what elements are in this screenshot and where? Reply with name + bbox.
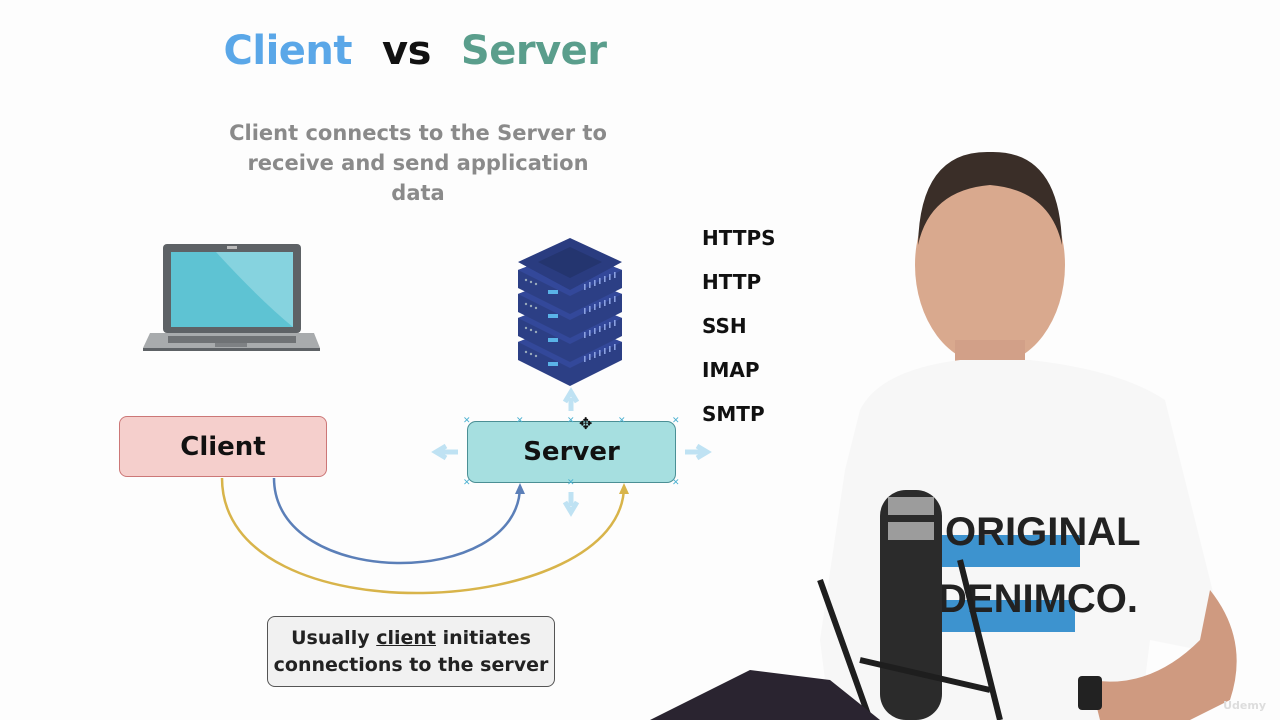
server-box[interactable]: Server — [467, 421, 676, 483]
arrowhead-yellow — [619, 483, 629, 494]
protocol-list: HTTPS HTTP SSH IMAP SMTP — [702, 222, 776, 442]
subtitle-line: data — [391, 181, 445, 205]
udemy-watermark: Udemy — [1223, 699, 1266, 712]
protocol-item: HTTPS — [702, 226, 776, 250]
protocol-item: SSH — [702, 314, 747, 338]
protocol-item: IMAP — [702, 358, 760, 382]
connection-point[interactable]: ✕ — [567, 416, 575, 426]
laptop-icon — [143, 244, 320, 351]
arrowhead-blue — [515, 483, 525, 494]
protocol-item: SMTP — [702, 402, 765, 426]
note-box[interactable]: Usually client initiates connections to … — [267, 616, 555, 687]
subtitle-line: receive and send application — [247, 151, 589, 175]
server-box-label: Server — [523, 437, 620, 467]
move-cursor-icon: ✥ — [579, 414, 593, 433]
slide-subtitle: Client connects to the Server to receive… — [218, 118, 618, 208]
client-box[interactable]: Client — [119, 416, 327, 477]
protocol-item: HTTP — [702, 270, 762, 294]
presenter-video: ORIGINAL DENIMCO. — [650, 151, 1237, 720]
title-server: Server — [460, 28, 607, 74]
note-text: initiates — [436, 626, 531, 649]
move-arrow-right-icon — [685, 443, 712, 461]
connection-point[interactable]: ✕ — [618, 416, 626, 426]
subtitle-line: Client connects to the Server to — [229, 121, 607, 145]
note-line-1: Usually client initiates — [291, 625, 531, 652]
note-text: Usually — [291, 626, 377, 649]
resize-handle[interactable]: ✕ — [463, 416, 471, 426]
connector-blue[interactable] — [272, 477, 522, 565]
note-line-2: connections to the server — [273, 653, 549, 676]
move-arrow-down-icon — [562, 492, 580, 517]
resize-handle[interactable]: ✕ — [672, 478, 680, 488]
title-client: Client — [223, 28, 353, 74]
connection-point[interactable]: ✕ — [516, 416, 524, 426]
server-stack-icon — [518, 238, 622, 386]
slide-title: Client vs Server — [0, 28, 830, 74]
client-box-label: Client — [180, 431, 266, 462]
connection-point[interactable]: ✕ — [567, 478, 575, 488]
note-underlined-text: client — [376, 626, 437, 649]
move-arrow-up-icon — [562, 387, 580, 411]
connector-yellow[interactable] — [220, 477, 626, 595]
move-arrow-left-icon — [431, 443, 458, 461]
title-vs: vs — [382, 28, 431, 74]
resize-handle[interactable]: ✕ — [672, 416, 680, 426]
shirt-text-1: ORIGINAL — [945, 510, 1141, 554]
resize-handle[interactable]: ✕ — [463, 478, 471, 488]
